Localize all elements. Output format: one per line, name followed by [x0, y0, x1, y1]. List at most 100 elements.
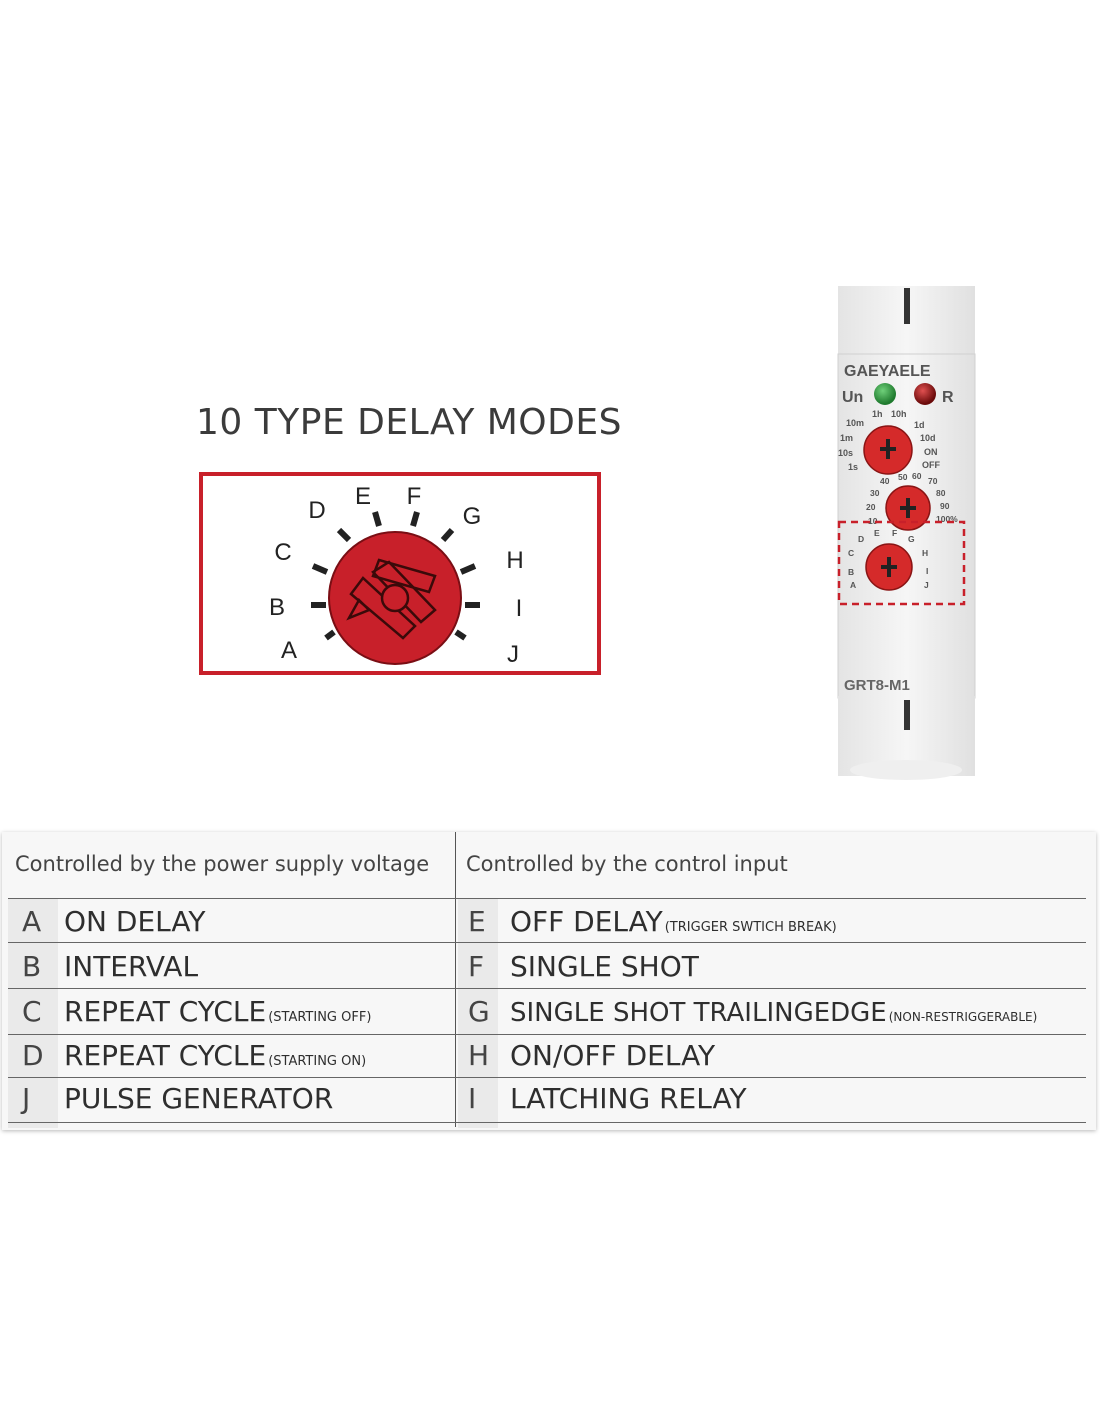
table-row: F SINGLE SHOT [468, 944, 701, 988]
pct-label-100: 100% [936, 514, 958, 524]
time-label-1m: 1m [840, 433, 853, 443]
table-row: A ON DELAY [22, 899, 207, 943]
mode-note: (TRIGGER SWTICH BREAK) [664, 920, 837, 935]
mode-label: ON/OFF DELAY [510, 1039, 716, 1072]
device-graphic: GAEYAELE Un R 1h 10h 10m 1m 10s 1s 1d 10… [837, 286, 976, 780]
dial-pointer-icon [346, 558, 437, 640]
dial-letter-j: J [507, 641, 519, 668]
timer-relay-device: GAEYAELE Un R 1h 10h 10m 1m 10s 1s 1d 10… [836, 286, 978, 790]
row-rule [8, 988, 1086, 989]
mode-label-c: C [848, 548, 854, 558]
time-label-10m: 10m [846, 418, 864, 428]
time-label-off: OFF [922, 460, 940, 470]
pct-label-40: 40 [880, 476, 890, 486]
table-row: G SINGLE SHOT TRAILINGEDGE(NON-RESTRIGGER… [468, 989, 1037, 1033]
time-label-on: ON [924, 447, 938, 457]
row-rule [8, 1077, 1086, 1078]
time-label-1h: 1h [872, 409, 883, 419]
mode-knob-highlight [837, 520, 966, 606]
mode-dial-panel: A B C D E F G H I J [199, 472, 601, 675]
time-label-10s: 10s [838, 448, 853, 458]
right-column-header: Controlled by the control input [466, 852, 788, 876]
mode-dial-graphic: A B C D E F G H I J [269, 483, 524, 668]
mode-key: E [468, 905, 486, 938]
mode-label-i: I [926, 566, 928, 576]
dial-letter-c: C [274, 539, 291, 566]
mode-note: (STARTING OFF) [268, 1010, 372, 1025]
dial-letter-a: A [281, 637, 297, 664]
left-column-header: Controlled by the power supply voltage [15, 852, 430, 876]
time-knob-cross-icon [880, 439, 896, 459]
mode-label-a: A [850, 580, 856, 590]
table-row: J PULSE GENERATOR [22, 1076, 335, 1120]
row-rule [8, 1122, 1086, 1123]
mode-label-h: H [922, 548, 928, 558]
mode-label: OFF DELAY [510, 905, 663, 938]
mode-label: INTERVAL [64, 950, 199, 983]
dial-letter-h: H [506, 547, 523, 574]
time-label-10h: 10h [891, 409, 907, 419]
time-label-1s: 1s [848, 462, 858, 472]
mode-label-j: J [924, 580, 929, 590]
mode-note: (NON-RESTRIGGERABLE) [888, 1010, 1038, 1024]
table-row: E OFF DELAY(TRIGGER SWTICH BREAK) [468, 899, 837, 943]
led-un-indicator [874, 383, 896, 405]
mode-key: H [468, 1039, 490, 1072]
mode-note: (STARTING ON) [268, 1054, 367, 1069]
dial-letter-i: I [516, 595, 523, 622]
mode-label-g: G [908, 534, 915, 544]
table-row: C REPEAT CYCLE(STARTING OFF) [22, 989, 371, 1033]
device-brand: GAEYAELE [844, 363, 931, 380]
mode-key: A [22, 905, 42, 938]
dial-letter-f: F [407, 483, 422, 510]
mode-label: ON DELAY [64, 905, 206, 938]
column-divider [455, 832, 456, 1127]
mode-label: SINGLE SHOT TRAILINGEDGE [510, 998, 887, 1028]
time-label-10d: 10d [920, 433, 936, 443]
row-rule [8, 942, 1086, 943]
mode-key: I [468, 1082, 477, 1115]
led-r-label: R [942, 389, 954, 406]
left-letter-column [8, 898, 58, 1128]
mode-key: F [468, 950, 485, 983]
mode-key: D [22, 1039, 44, 1072]
pct-label-20: 20 [866, 502, 876, 512]
pct-label-10: 10 [868, 516, 878, 526]
mode-label-f: F [892, 528, 897, 538]
dial-letter-e: E [355, 483, 371, 510]
row-rule [8, 898, 1086, 899]
mode-key: B [22, 950, 42, 983]
pct-label-30: 30 [870, 488, 880, 498]
led-r-indicator [914, 383, 936, 405]
table-row: B INTERVAL [22, 944, 200, 988]
table-row: H ON/OFF DELAY [468, 1033, 717, 1077]
mode-label: SINGLE SHOT [510, 950, 699, 983]
mode-key: C [22, 995, 42, 1028]
mode-key: J [22, 1082, 31, 1115]
mode-label-d: D [858, 534, 864, 544]
pct-label-60: 60 [912, 471, 922, 481]
mode-key: G [468, 995, 490, 1028]
percent-knob-cross-icon [900, 498, 916, 518]
pct-label-50: 50 [898, 472, 908, 482]
mode-label: LATCHING RELAY [510, 1082, 747, 1115]
dial-ticks [311, 511, 480, 641]
mode-label-b: B [848, 567, 854, 577]
delay-mode-table: Controlled by the power supply voltage C… [2, 832, 1096, 1130]
row-rule [8, 1034, 1086, 1035]
pct-label-80: 80 [936, 488, 946, 498]
pct-label-90: 90 [940, 501, 950, 511]
right-letter-column [458, 898, 498, 1128]
mode-knob-cross-icon [881, 557, 897, 577]
table-row: I LATCHING RELAY [468, 1076, 749, 1120]
dial-letter-b: B [269, 594, 285, 621]
dial-letter-g: G [463, 503, 482, 530]
device-model: GRT8-M1 [844, 677, 910, 694]
led-un-label: Un [842, 389, 863, 406]
headline: 10 TYPE DELAY MODES [196, 402, 622, 443]
mode-label: PULSE GENERATOR [64, 1082, 334, 1115]
pct-label-70: 70 [928, 476, 938, 486]
mode-label: REPEAT CYCLE [64, 995, 267, 1028]
mode-label-e: E [874, 528, 880, 538]
